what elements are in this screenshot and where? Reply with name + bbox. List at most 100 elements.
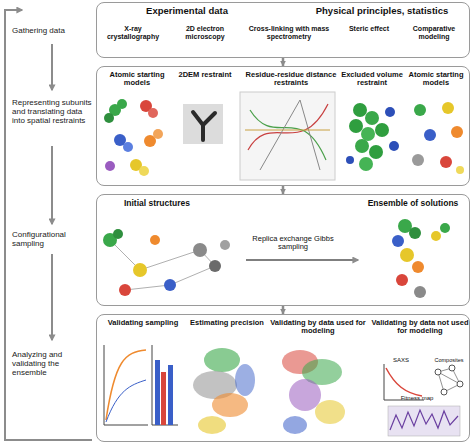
graph-node bbox=[435, 369, 441, 375]
subunit bbox=[123, 142, 133, 152]
bead bbox=[361, 127, 375, 141]
subunit bbox=[153, 129, 163, 139]
panel-text: Steric effect bbox=[341, 25, 397, 33]
plot-axes bbox=[152, 345, 178, 425]
fitness-map bbox=[388, 406, 460, 436]
density bbox=[198, 416, 226, 434]
panel-text: 2D electron microscopy bbox=[173, 25, 237, 41]
subunit bbox=[117, 99, 127, 109]
solution-ensemble bbox=[392, 219, 450, 298]
subunit bbox=[412, 261, 424, 273]
subunit bbox=[424, 129, 436, 141]
convergence-plot bbox=[104, 345, 178, 425]
histogram-bar bbox=[161, 372, 166, 425]
atomic-models bbox=[104, 99, 163, 176]
subunit bbox=[104, 113, 114, 123]
bead bbox=[349, 119, 363, 133]
panel-text: Estimating precision bbox=[189, 319, 265, 327]
bead bbox=[346, 156, 354, 164]
subunit bbox=[139, 166, 149, 176]
flow-arrow bbox=[282, 306, 285, 314]
subunit bbox=[164, 279, 176, 291]
subunit bbox=[193, 243, 207, 257]
graph-node bbox=[441, 389, 447, 395]
panel-text: Fitness map bbox=[387, 395, 447, 402]
stage-panel: Atomic starting models2DEM restraintResi… bbox=[96, 66, 470, 186]
stage-panel: Experimental dataPhysical principles, st… bbox=[96, 2, 470, 58]
subunit bbox=[451, 126, 463, 138]
step-arrow bbox=[51, 44, 53, 90]
bead bbox=[355, 139, 369, 153]
panel-text: Comparative modeling bbox=[401, 25, 467, 41]
histogram-bar bbox=[155, 360, 160, 425]
panel-text: Atomic starting models bbox=[403, 71, 469, 88]
graph-node bbox=[457, 381, 463, 387]
subunit bbox=[140, 100, 152, 112]
tether bbox=[110, 240, 215, 290]
density bbox=[282, 350, 318, 374]
panel-text: Excluded volume restraint bbox=[341, 71, 403, 88]
density bbox=[315, 400, 345, 424]
bead bbox=[365, 111, 379, 125]
graph-edge bbox=[438, 368, 460, 392]
crosslink bbox=[245, 130, 330, 131]
convergence-curve bbox=[106, 380, 146, 422]
subunit bbox=[400, 248, 414, 262]
subunit bbox=[148, 108, 158, 118]
subunit bbox=[209, 260, 221, 272]
crosslink-panel bbox=[240, 92, 335, 180]
density bbox=[289, 379, 321, 411]
subunit bbox=[220, 240, 230, 250]
density bbox=[212, 393, 248, 417]
density bbox=[235, 364, 255, 396]
panel-heading: Atomic starting models bbox=[99, 71, 175, 88]
flow-arrow bbox=[282, 186, 285, 194]
bead bbox=[389, 141, 399, 151]
bead bbox=[369, 145, 383, 159]
sampling-arrow bbox=[246, 259, 358, 261]
saxs-plot bbox=[384, 364, 424, 400]
panel-text: Ensemble of solutions bbox=[359, 199, 467, 209]
excluded-volume-beads bbox=[346, 103, 399, 171]
subunit bbox=[109, 104, 121, 116]
plot-axes bbox=[384, 364, 424, 400]
subunit bbox=[144, 135, 156, 147]
subunit bbox=[442, 102, 454, 114]
density bbox=[204, 348, 240, 372]
fit-to-data bbox=[282, 350, 345, 434]
2dem-image bbox=[183, 104, 223, 144]
map-frame bbox=[388, 406, 460, 436]
step-arrow bbox=[51, 254, 53, 340]
graph-node bbox=[449, 365, 455, 371]
step-arrow bbox=[51, 146, 53, 224]
density bbox=[302, 359, 342, 385]
subunit bbox=[130, 159, 142, 171]
panel-text: 2DEM restraint bbox=[177, 71, 233, 79]
em-density bbox=[193, 112, 215, 140]
subunit bbox=[412, 154, 424, 166]
stage-label: Gathering data bbox=[12, 26, 92, 35]
subunit bbox=[409, 227, 421, 239]
crosslink bbox=[248, 104, 328, 150]
panel-text: Residue-residue distance restraints bbox=[243, 71, 339, 88]
density bbox=[193, 371, 237, 399]
saxs-curve bbox=[386, 368, 422, 396]
stage-panel: Validating samplingEstimating precisionV… bbox=[96, 314, 470, 442]
initial-structures bbox=[103, 229, 230, 296]
panel-text: Physical principles, statistics bbox=[297, 6, 467, 17]
subunit bbox=[440, 156, 452, 168]
convergence-curve bbox=[106, 350, 146, 420]
panel-text: Replica exchange Gibbs sampling bbox=[245, 235, 341, 252]
panel-text: Composites bbox=[427, 357, 471, 363]
panel-text: Validating by data used for modeling bbox=[269, 319, 367, 336]
plot-axes bbox=[104, 345, 148, 425]
comparative-models bbox=[412, 102, 464, 174]
subunit bbox=[414, 286, 426, 298]
stage-panel: Initial structuresEnsemble of solutionsR… bbox=[96, 194, 470, 306]
histogram-bar bbox=[168, 365, 173, 425]
subunit bbox=[440, 223, 450, 233]
subunit bbox=[392, 235, 404, 247]
stage-label: Configurational sampling bbox=[12, 230, 92, 248]
panel-text: Cross-linking with mass spectrometry bbox=[243, 25, 335, 41]
